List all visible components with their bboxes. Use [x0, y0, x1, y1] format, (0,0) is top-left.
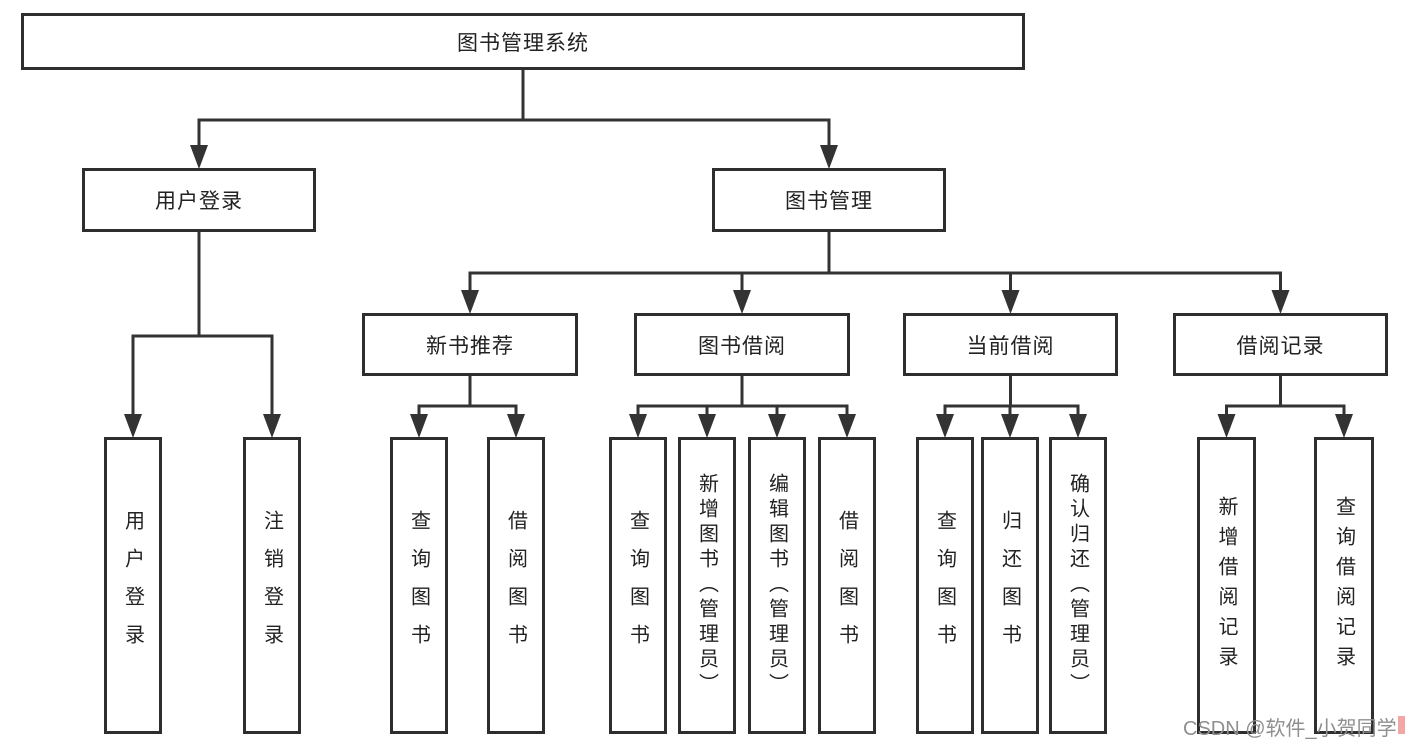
leaf-borrow-add-admin-label: 新增图书（管理员） [695, 473, 718, 698]
leaf-borrow-edit-admin-label: 编辑图书（管理员） [765, 473, 788, 698]
leaf-record-query: 查询借阅记录 [1314, 437, 1374, 734]
connector-userlogin-to-leaves [124, 230, 281, 438]
connector-current-to-leaves [936, 374, 1087, 438]
connector-records-to-leaves [1217, 374, 1353, 438]
node-user-login: 用户登录 [82, 168, 316, 232]
leaf-user-login-label: 用户登录 [121, 509, 144, 662]
leaf-borrow-book: 借阅图书 [818, 437, 876, 734]
csdn-watermark: CSDN @软件_小贺同学 [1183, 718, 1397, 740]
connector-newbook-to-leaves [410, 374, 525, 438]
node-root-system-label: 图书管理系统 [457, 31, 589, 55]
leaf-newbook-query: 查询图书 [390, 437, 448, 734]
leaf-borrow-query: 查询图书 [609, 437, 667, 734]
leaf-newbook-query-label: 查询图书 [407, 509, 430, 662]
leaf-current-confirm-admin: 确认归还（管理员） [1049, 437, 1107, 734]
leaf-borrow-book-label: 借阅图书 [835, 509, 858, 662]
node-book-borrow: 图书借阅 [634, 313, 850, 376]
node-root-system: 图书管理系统 [21, 13, 1025, 70]
node-book-management: 图书管理 [712, 168, 946, 232]
leaf-record-add: 新增借阅记录 [1197, 437, 1256, 734]
leaf-logout: 注销登录 [243, 437, 301, 734]
leaf-borrow-edit-admin: 编辑图书（管理员） [748, 437, 806, 734]
node-current-borrow-label: 当前借阅 [966, 334, 1055, 358]
node-book-management-label: 图书管理 [785, 190, 873, 213]
leaf-logout-label: 注销登录 [260, 509, 283, 662]
node-book-borrow-label: 图书借阅 [698, 334, 786, 358]
node-borrow-records-label: 借阅记录 [1236, 334, 1325, 358]
connector-root-to-level2 [190, 68, 838, 169]
leaf-current-return: 归还图书 [981, 437, 1039, 734]
leaf-user-login: 用户登录 [104, 437, 162, 734]
node-borrow-records: 借阅记录 [1173, 313, 1388, 376]
leaf-record-query-label: 查询借阅记录 [1332, 495, 1355, 676]
leaf-current-confirm-admin-label: 确认归还（管理员） [1066, 473, 1089, 698]
leaf-newbook-borrow-label: 借阅图书 [504, 509, 527, 662]
csdn-watermark-accent [1398, 716, 1405, 734]
leaf-current-query: 查询图书 [916, 437, 974, 734]
leaf-current-return-label: 归还图书 [998, 509, 1021, 662]
leaf-borrow-add-admin: 新增图书（管理员） [678, 437, 736, 734]
node-current-borrow: 当前借阅 [903, 313, 1118, 376]
leaf-newbook-borrow: 借阅图书 [487, 437, 545, 734]
node-user-login-label: 用户登录 [155, 190, 243, 213]
connector-borrow-to-leaves [629, 374, 856, 438]
leaf-current-query-label: 查询图书 [933, 509, 956, 662]
node-new-book-recommend-label: 新书推荐 [426, 334, 514, 358]
leaf-record-add-label: 新增借阅记录 [1215, 495, 1237, 676]
node-new-book-recommend: 新书推荐 [362, 313, 578, 376]
connector-bookmgmt-to-level3 [461, 230, 1290, 314]
leaf-borrow-query-label: 查询图书 [626, 509, 649, 662]
